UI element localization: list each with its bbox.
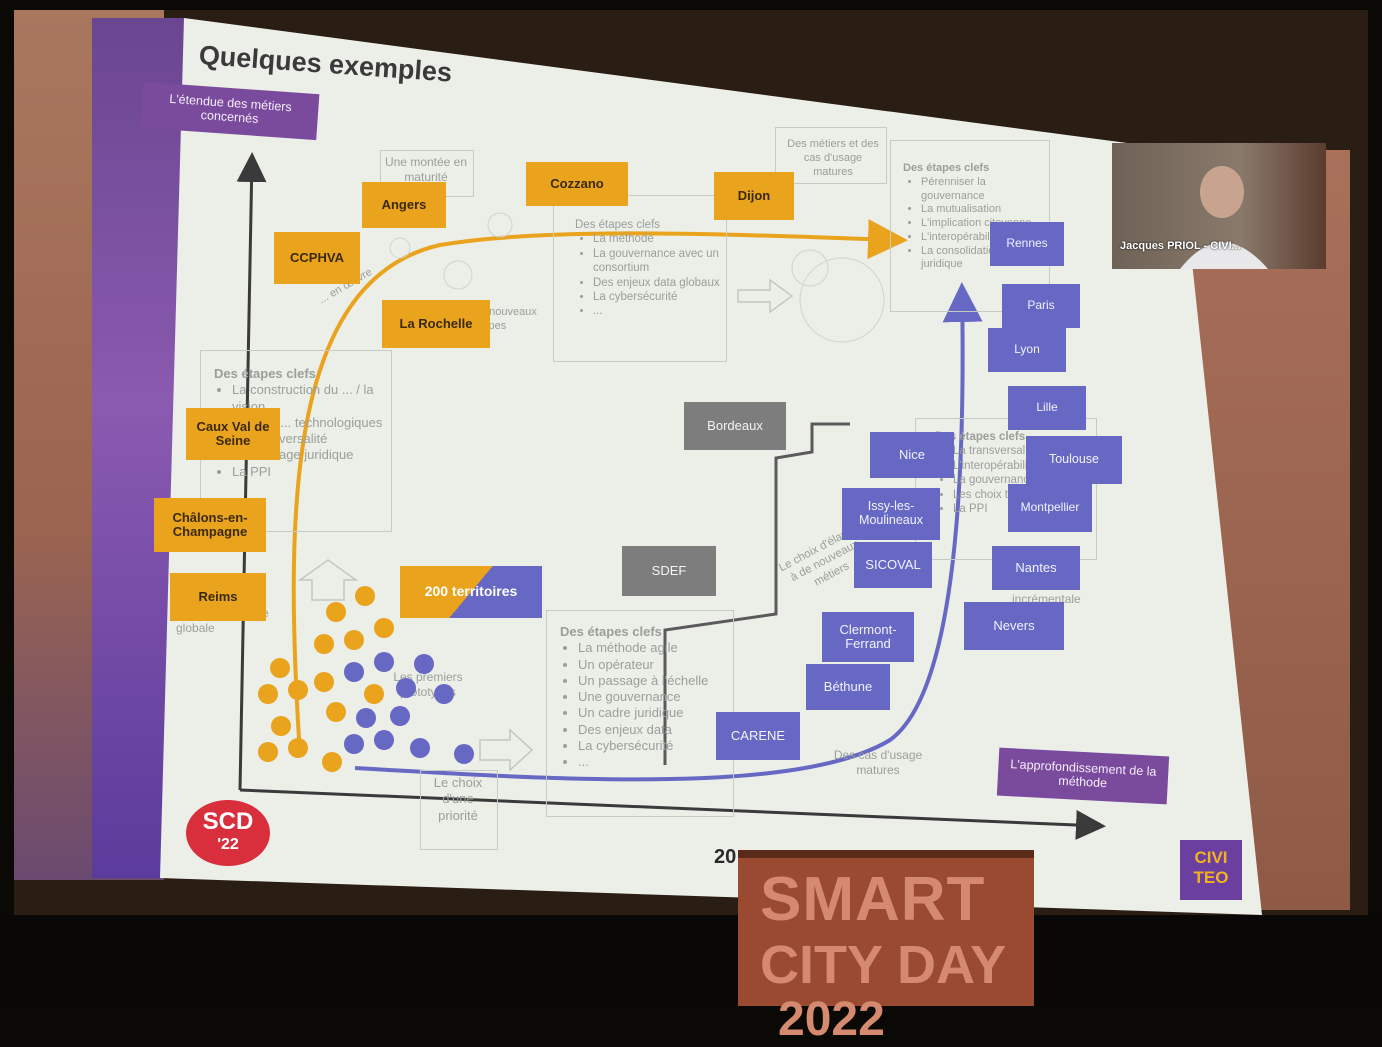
note-bullet-item: La méthode agile — [578, 640, 730, 656]
territory-paris: Paris — [1002, 284, 1080, 328]
purple-curve — [354, 282, 983, 782]
territory-sdef: SDEF — [622, 546, 716, 596]
note-choix-priorite: Le choix d'une priorité — [433, 775, 483, 823]
stage-banner: SMART CITY DAY 2022 — [738, 850, 1034, 1046]
photo-scene: Une montée en maturité Des métiers et de… — [0, 0, 1382, 1006]
territory-dots — [258, 586, 474, 772]
territory-la-rochelle: La Rochelle — [382, 300, 490, 348]
note-bullet-item: Pérenniser la gouvernance — [921, 176, 1043, 204]
territory-bordeaux: Bordeaux — [684, 402, 786, 450]
territory-bethune: Béthune — [806, 664, 890, 710]
note-etapes-right: Des étapes clefs Pérenniser la gouvernan… — [903, 162, 1043, 272]
stage-banner-bar — [738, 850, 1034, 858]
year-fragment: 20 — [714, 846, 737, 868]
note-etapes-left-title: Des étapes clefs — [214, 366, 316, 381]
note-etapes-bottom-title: Des étapes clefs — [560, 624, 662, 639]
territory-toulouse: Toulouse — [1026, 436, 1122, 484]
etapes-top-list: La méthodeLa gouvernance avec un consort… — [575, 232, 725, 318]
etapes-right-list: Pérenniser la gouvernanceLa mutualisatio… — [903, 176, 1043, 272]
note-etapes-bottom: Des étapes clefs La méthode agileUn opér… — [560, 624, 730, 770]
civiteo-logo: CIVITEO — [1180, 840, 1242, 900]
territory-cozzano: Cozzano — [526, 162, 628, 206]
note-etapes-top-title: Des étapes clefs — [575, 219, 661, 231]
note-bullet-item: ... — [593, 304, 725, 318]
note-bullet-item: Un opérateur — [578, 657, 730, 673]
orange-curve — [291, 219, 908, 756]
note-bullet-item: Une gouvernance — [578, 689, 730, 705]
webcam-speaker-name: Jacques PRIOL - CIVI... — [1120, 240, 1241, 252]
hollow-arrow-up — [297, 559, 359, 601]
note-bullet-item: La mutualisation — [921, 203, 1043, 217]
territory-angers: Angers — [362, 182, 446, 228]
note-bullet-item: La cybersécurité — [578, 738, 730, 754]
scd-badge-line2: '22 — [217, 836, 239, 853]
x-axis — [239, 788, 1106, 840]
territory-200-territoires: 200 territoires — [400, 566, 542, 618]
note-montee: Une montée en maturité — [384, 155, 468, 184]
territory-chalons-en-champagne: Châlons-en-Champagne — [154, 498, 266, 552]
note-bullet-item: Un cadre juridique — [578, 705, 730, 721]
note-etapes-mid-title: Des étapes clefs — [935, 431, 1026, 443]
stair-line — [663, 422, 850, 765]
scd-badge-line1: SCD — [202, 808, 254, 835]
stage-banner-line3: 2022 — [778, 993, 885, 1046]
note-bullet-item: Des enjeux data — [578, 722, 730, 738]
hollow-arrow-right — [737, 278, 794, 314]
territory-nantes: Nantes — [992, 546, 1080, 590]
territory-dijon: Dijon — [714, 172, 794, 220]
etapes-bottom-list: La méthode agileUn opérateurUn passage à… — [560, 640, 730, 770]
territory-reims: Reims — [170, 573, 266, 621]
note-cas-usage: Des cas d'usage matures — [833, 748, 923, 777]
speaker-head-icon — [1200, 166, 1244, 218]
territory-rennes: Rennes — [990, 222, 1064, 266]
stage-banner-line1: SMART — [760, 865, 986, 934]
territory-sicoval: SICOVAL — [854, 542, 932, 588]
territory-montpellier: Montpellier — [1008, 484, 1092, 532]
territory-clermont-ferrand: Clermont-Ferrand — [822, 612, 914, 662]
territory-caux-val-de-seine: Caux Val de Seine — [186, 408, 280, 460]
territory-issy-les-moulineaux: Issy-les-Moulineaux — [842, 488, 940, 540]
y-axis — [236, 152, 267, 791]
diagram-arrows — [236, 152, 1106, 840]
note-bullet-item: Des enjeux data globaux — [593, 276, 725, 290]
territory-nevers: Nevers — [964, 602, 1064, 650]
note-bullet-item: La PPI — [232, 464, 384, 480]
territory-lyon: Lyon — [988, 328, 1066, 372]
territory-ccphva: CCPHVA — [274, 232, 360, 284]
note-bullet-item: L'interopérabilité — [953, 459, 1085, 473]
note-bullet-item: La transversalité — [953, 444, 1085, 458]
note-etapes-top: Des étapes clefs La méthodeLa gouvernanc… — [575, 218, 725, 319]
speaker-body-icon — [1180, 242, 1268, 269]
hollow-arrow-right-2 — [479, 728, 534, 772]
note-bullet-item: Un passage à l'échelle — [578, 673, 730, 689]
territory-nice: Nice — [870, 432, 954, 478]
scd-badge: SCD '22 — [186, 800, 270, 866]
note-bullet-item: La cybersécurité — [593, 290, 725, 304]
stage-banner-line2: CITY DAY — [760, 935, 1007, 995]
note-bullet-item: La consolidation juridique — [921, 245, 1043, 273]
civiteo-logo-text: CIVITEO — [1193, 848, 1229, 887]
note-bullet-item: La PPI — [953, 502, 1085, 516]
note-bullet-item: La gouvernance avec un consortium — [593, 247, 725, 276]
note-bullet-item: La méthode — [593, 232, 725, 246]
territory-carene: CARENE — [716, 712, 800, 760]
territory-lille: Lille — [1008, 386, 1086, 430]
note-bullet-item: L'interopérabilité — [921, 231, 1043, 245]
note-bullet-item: ... — [578, 754, 730, 770]
note-etapes-right-title: Des étapes clefs — [903, 162, 990, 174]
note-bullet-item: La gouvernance — [953, 473, 1085, 487]
note-metiers-matures: Des métiers et des cas d'usage matures — [787, 138, 879, 178]
